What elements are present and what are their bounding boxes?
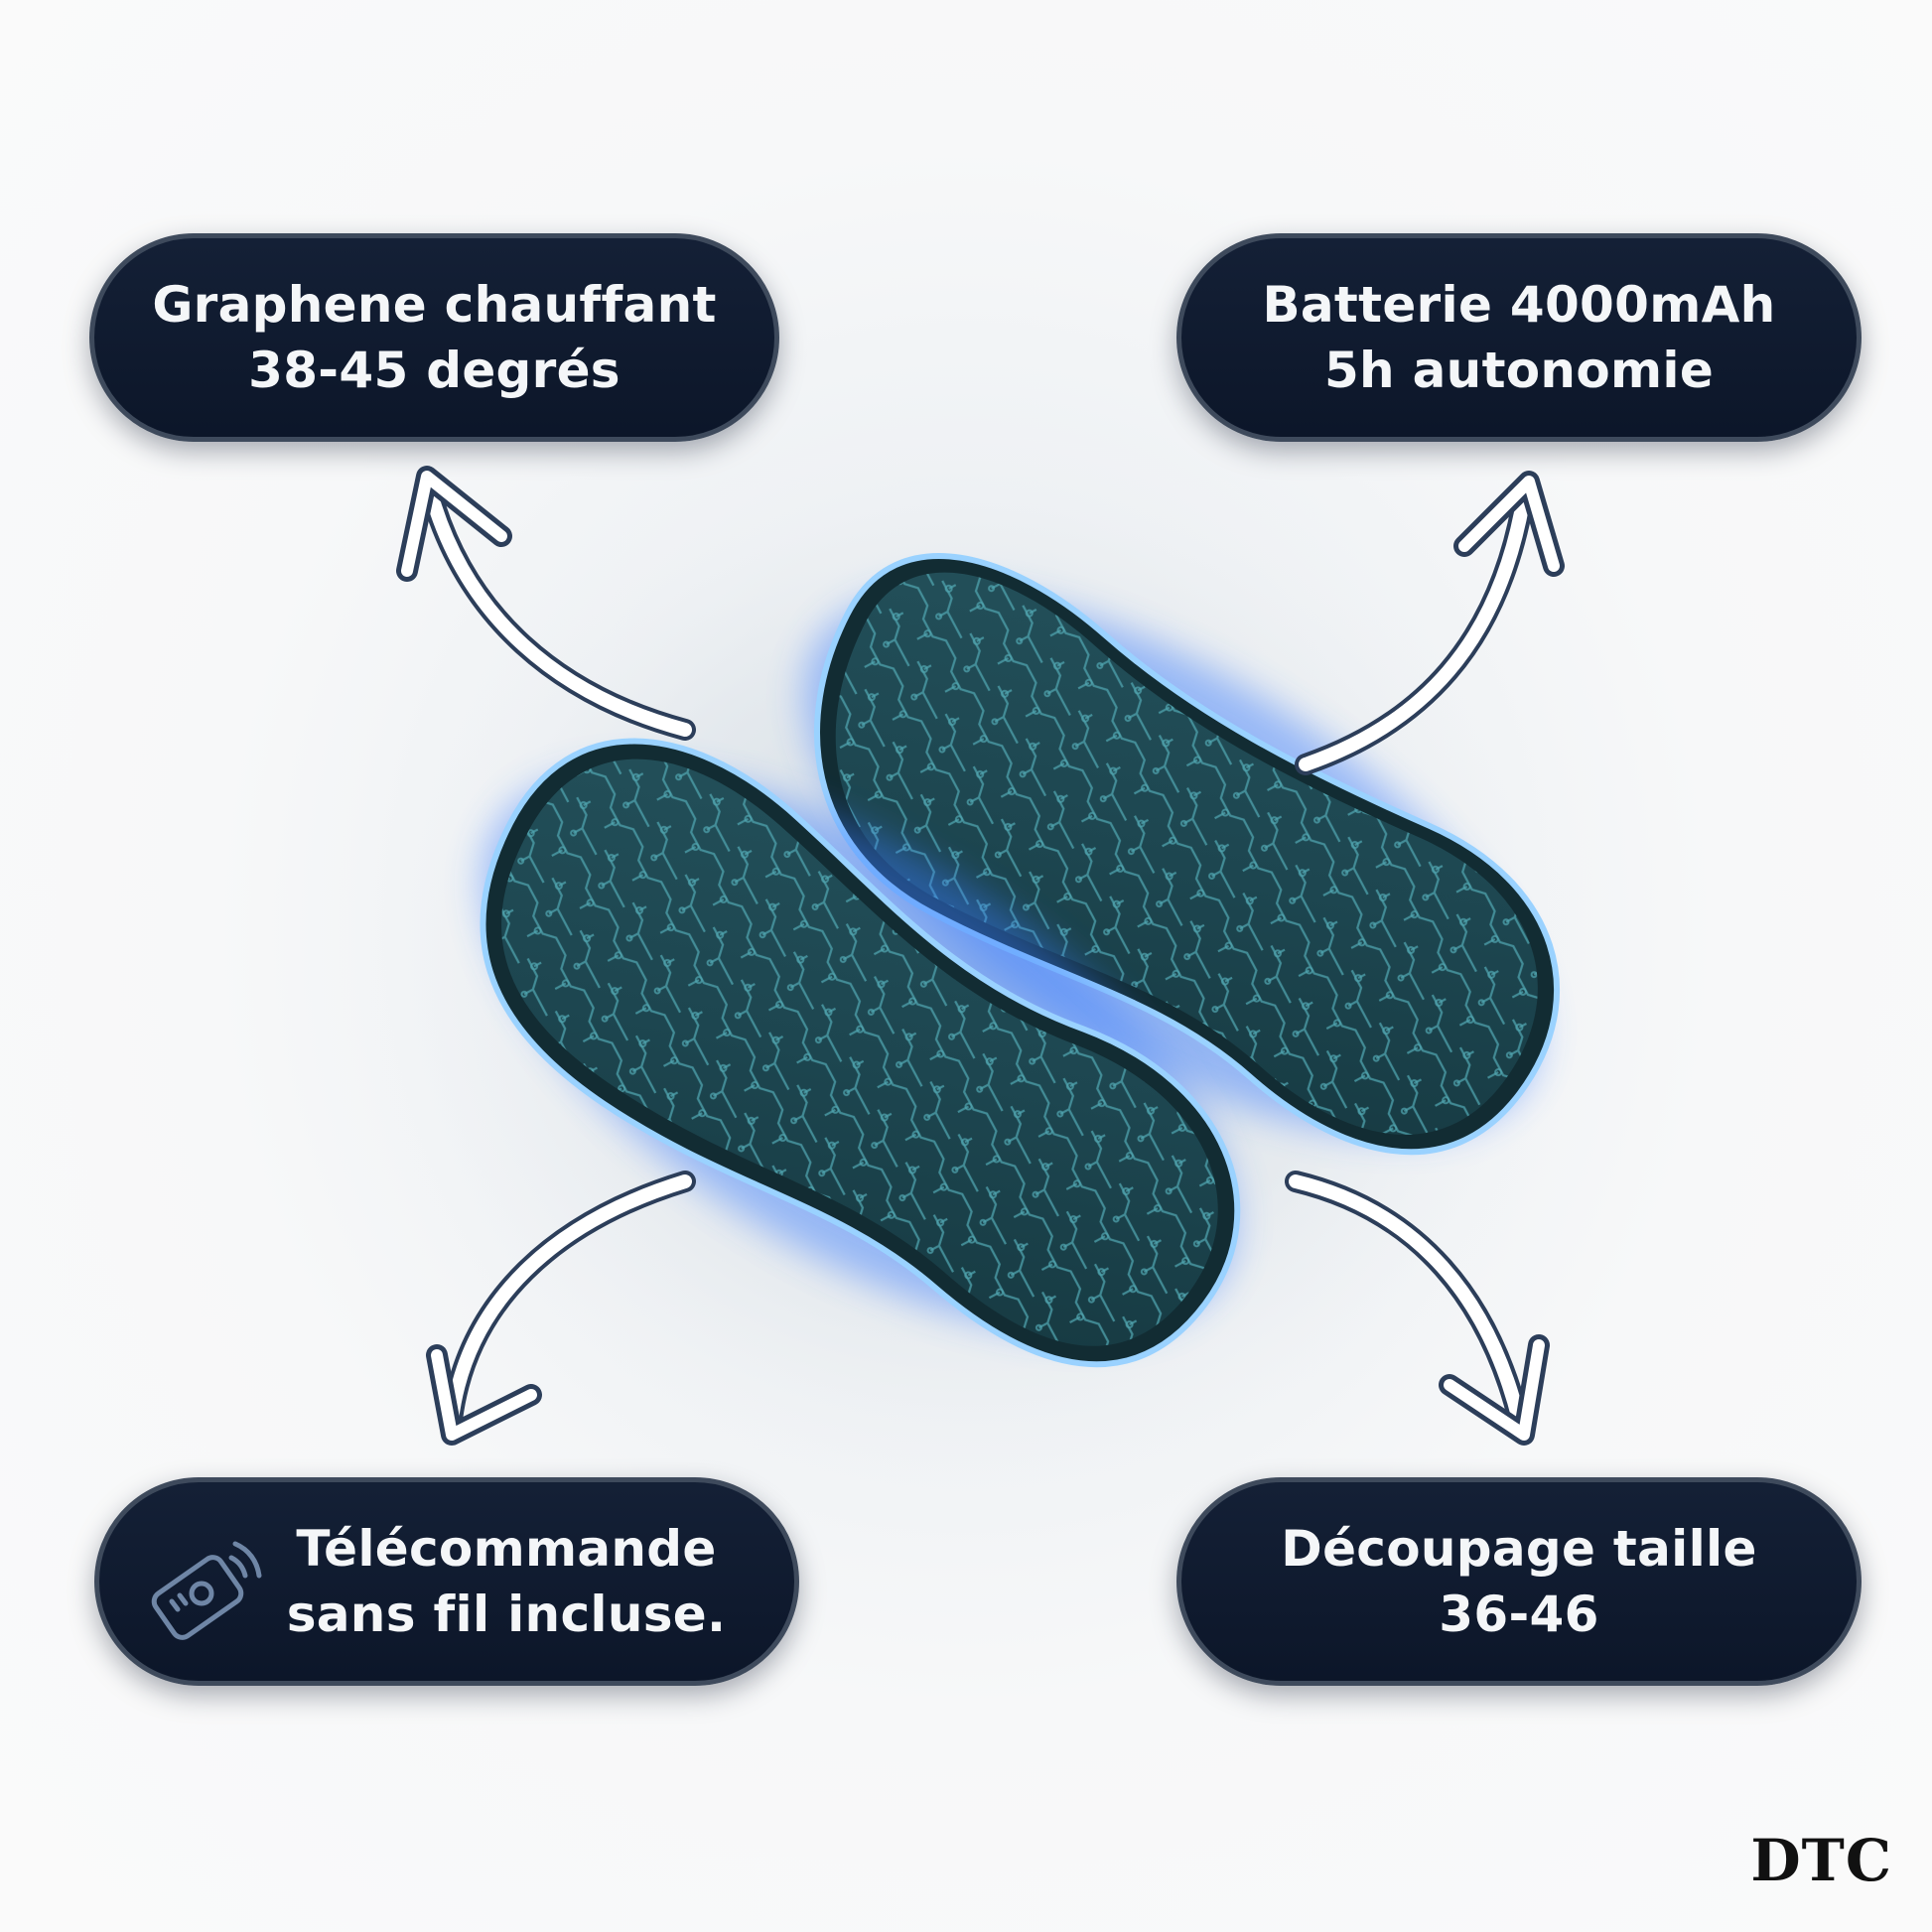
feature-text-graphene: Graphene chauffant 38-45 degrés: [152, 272, 716, 403]
arrow-top-left: [396, 466, 696, 741]
brand-logo: DTC: [1750, 1827, 1892, 1894]
feature-remote-line1: Télécommande: [296, 1520, 717, 1578]
feature-battery-line1: Batterie 4000mAh: [1262, 276, 1776, 334]
feature-pill-remote: Télécommande sans fil incluse.: [94, 1477, 799, 1686]
feature-pill-battery: Batterie 4000mAh 5h autonomie: [1176, 233, 1862, 442]
feature-size-line2: 36-46: [1439, 1586, 1599, 1643]
feature-graphene-line1: Graphene chauffant: [152, 276, 717, 334]
feature-text-size: Découpage taille 36-46: [1281, 1516, 1756, 1647]
feature-text-battery: Batterie 4000mAh 5h autonomie: [1262, 272, 1775, 403]
feature-pill-size: Découpage taille 36-46: [1176, 1477, 1862, 1686]
insole-right: [803, 552, 1561, 1156]
feature-remote-line2: sans fil incluse.: [286, 1586, 727, 1643]
arrow-top-right: [1295, 471, 1565, 775]
feature-graphene-line2: 38-45 degrés: [248, 342, 621, 399]
arrow-bottom-left: [426, 1171, 696, 1446]
feature-size-line1: Découpage taille: [1281, 1520, 1757, 1578]
remote-control-icon: [151, 1541, 262, 1640]
feature-text-remote: Télécommande sans fil incluse.: [287, 1516, 727, 1647]
feature-battery-line2: 5h autonomie: [1323, 342, 1715, 399]
insole-left: [480, 738, 1241, 1368]
feature-pill-graphene: Graphene chauffant 38-45 degrés: [89, 233, 779, 442]
arrow-bottom-right: [1285, 1171, 1550, 1446]
